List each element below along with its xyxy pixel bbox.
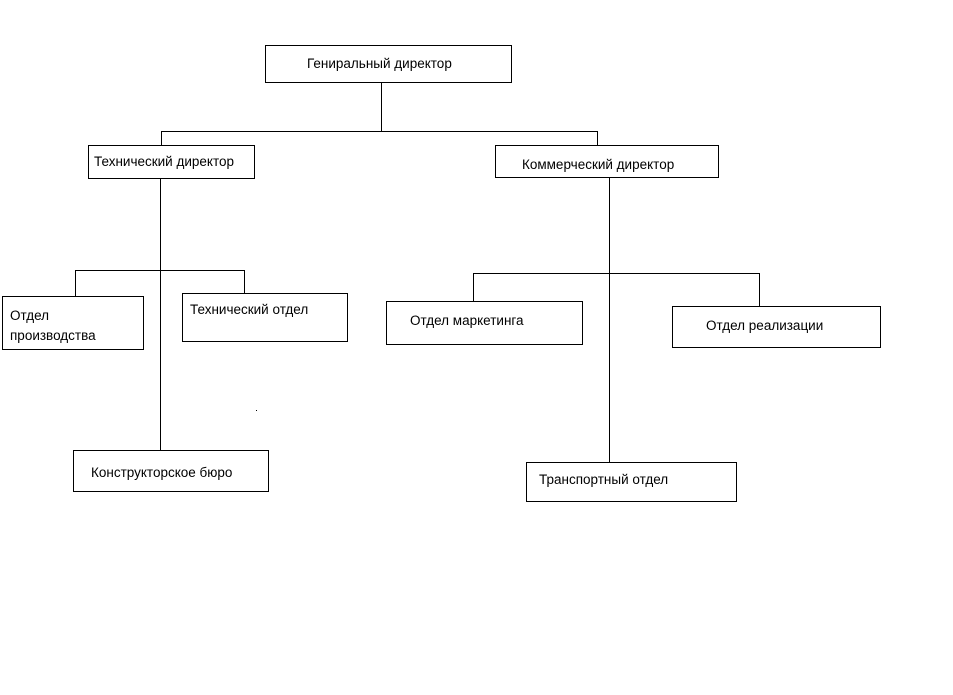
connector-tech-branch-bar bbox=[75, 270, 245, 271]
node-label: Транспортный отдел bbox=[539, 472, 669, 487]
connector-gen-down bbox=[381, 82, 382, 132]
connector-to-technical-dept bbox=[244, 270, 245, 293]
connector-commercial-director-trunk bbox=[609, 177, 610, 462]
node-marketing-dept: Отдел маркетинга bbox=[386, 301, 583, 345]
node-label: Конструкторское бюро bbox=[91, 465, 233, 480]
node-transport-dept: Транспортный отдел bbox=[526, 462, 737, 502]
node-label: Гениральный директор bbox=[307, 56, 452, 71]
node-commercial-director: Коммерческий директор bbox=[495, 145, 719, 178]
node-label: Коммерческий директор bbox=[522, 157, 675, 172]
connector-commercial-branch-bar bbox=[473, 273, 760, 274]
node-label-line2: производства bbox=[10, 328, 96, 343]
node-production-dept: Отдел производства bbox=[2, 296, 144, 350]
node-label-line1: Отдел bbox=[10, 308, 50, 323]
node-technical-director: Технический директор bbox=[88, 145, 255, 179]
connector-tech-director-trunk bbox=[160, 178, 161, 450]
node-label: Отдел маркетинга bbox=[410, 313, 524, 328]
node-technical-dept: Технический отдел bbox=[182, 293, 348, 342]
connector-to-production-dept bbox=[75, 270, 76, 296]
node-design-bureau: Конструкторское бюро bbox=[73, 450, 269, 492]
stray-dot bbox=[256, 410, 257, 411]
node-sales-dept: Отдел реализации bbox=[672, 306, 881, 348]
connector-to-commercial-director bbox=[597, 131, 598, 145]
node-label: Технический директор bbox=[94, 154, 235, 169]
node-label: Технический отдел bbox=[190, 302, 309, 317]
connector-to-marketing-dept bbox=[473, 273, 474, 301]
connector-to-tech-director bbox=[161, 131, 162, 145]
node-label: Отдел реализации bbox=[706, 318, 824, 333]
connector-top-bar bbox=[161, 131, 598, 132]
node-general-director: Гениральный директор bbox=[265, 45, 512, 83]
connector-to-sales-dept bbox=[759, 273, 760, 306]
